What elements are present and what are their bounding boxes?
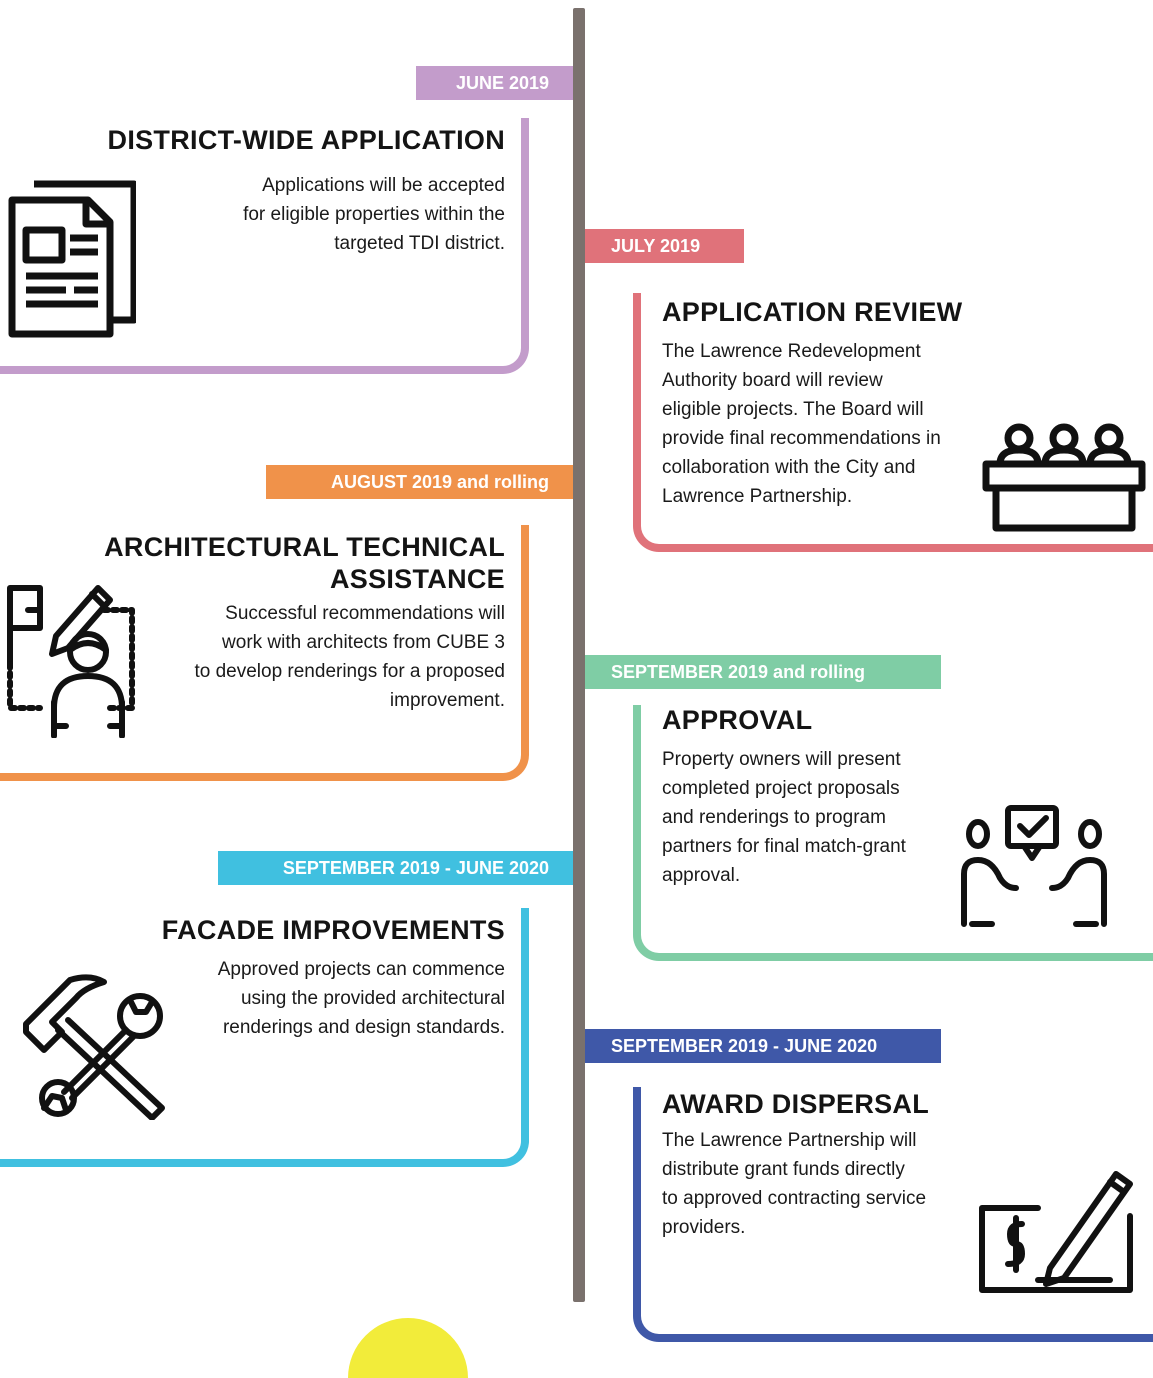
step-bracket-facade: [0, 908, 529, 1167]
date-tag-september-2019-june-2020-left: SEPTEMBER 2019 - JUNE 2020: [218, 851, 573, 885]
step-description-review: The Lawrence Redevelopment Authority boa…: [662, 341, 941, 507]
date-tag-july-2019: JULY 2019: [585, 229, 744, 263]
step-title-facade: FACADE IMPROVEMENTS: [161, 915, 505, 945]
step-description-architectural: Successful recommendations will work wit…: [194, 603, 505, 711]
step-title-application: DISTRICT-WIDE APPLICATION: [107, 125, 505, 155]
step-description-approval: Property owners will present completed p…: [662, 749, 906, 886]
timeline-spine: [573, 8, 585, 1302]
step-bracket-application: [0, 118, 529, 374]
step-title-approval: APPROVAL: [662, 705, 813, 735]
architect-blueprint-icon: [0, 580, 140, 738]
check-signing-icon: [976, 1168, 1136, 1294]
step-title-architectural: ARCHITECTURAL TECHNICAL ASSISTANCE: [104, 532, 505, 594]
hammer-wrench-icon: [22, 970, 170, 1120]
step-title-review: APPLICATION REVIEW: [662, 297, 963, 327]
step-title-award: AWARD DISPERSAL: [662, 1089, 930, 1119]
step-description-facade: Approved projects can commence using the…: [217, 959, 505, 1038]
step-bracket-approval: [633, 705, 1153, 961]
documents-icon: [6, 178, 136, 340]
step-bracket-award: [633, 1087, 1153, 1342]
approval-meeting-icon: [958, 804, 1110, 932]
date-tag-june-2019: JUNE 2019: [416, 66, 573, 100]
step-description-application: Applications will be accepted for eligib…: [243, 175, 505, 254]
step-description-award: The Lawrence Partnership will distribute…: [662, 1130, 927, 1238]
date-tag-september-2019-june-2020-right: SEPTEMBER 2019 - JUNE 2020: [585, 1029, 941, 1063]
decorative-yellow-shape: [348, 1318, 468, 1378]
step-bracket-architectural: [0, 525, 529, 781]
step-bracket-review: [633, 293, 1153, 552]
board-panel-icon: [982, 420, 1146, 534]
date-tag-september-2019-rolling: SEPTEMBER 2019 and rolling: [585, 655, 941, 689]
date-tag-august-2019: AUGUST 2019 and rolling: [266, 465, 573, 499]
